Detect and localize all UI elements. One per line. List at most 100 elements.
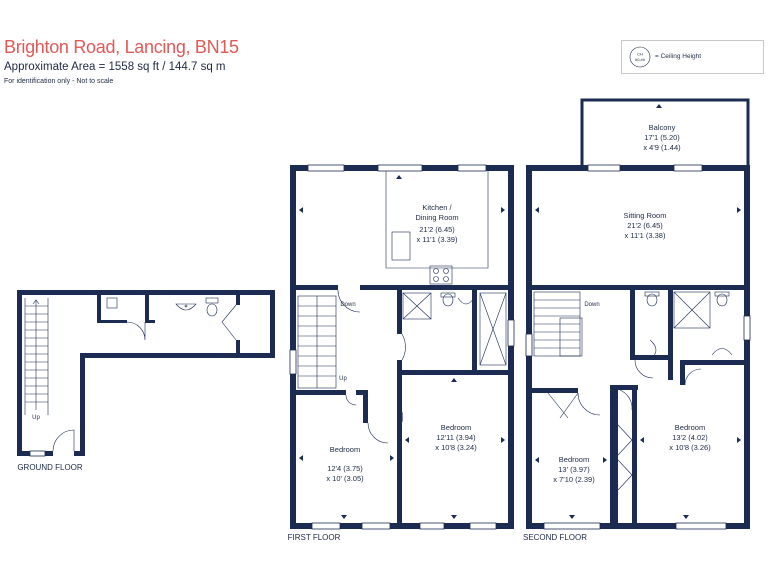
room-bedroom-first-left: Bedroom 12'4 (3.75) x 10' (3.05) [326, 445, 364, 483]
wall [630, 290, 635, 358]
wall [526, 285, 750, 290]
first-floor-stairs [297, 295, 337, 389]
room-dimensions: x 7'10 (2.39) [553, 475, 595, 484]
window [29, 450, 46, 457]
wall [290, 165, 296, 529]
wall [236, 340, 240, 355]
stairs-up-label: Up [32, 415, 40, 421]
dimension-arrow-markers [299, 104, 741, 519]
wall [17, 290, 22, 456]
room-bedroom-first-right: Bedroom 12'11 (3.94) x 10'8 (3.24) [435, 423, 477, 452]
legend-label: = Ceiling Height [655, 53, 702, 60]
wall [744, 165, 750, 529]
hob-rings [433, 268, 449, 282]
wall [397, 360, 402, 410]
wall [472, 290, 477, 370]
disclaimer-note: For identification only - Not to scale [4, 78, 114, 85]
room-name: Bedroom [330, 445, 360, 454]
ceiling-height-icon-label: CH [637, 52, 643, 57]
wall [680, 360, 744, 365]
wall [360, 285, 514, 290]
wall [270, 290, 275, 358]
wall [532, 388, 578, 393]
wall [363, 395, 368, 423]
wall [80, 353, 275, 358]
wall [668, 290, 673, 380]
ceiling-height-legend: CH #0.## = Ceiling Height [621, 40, 764, 74]
wall [397, 290, 402, 334]
stairs-down-label: Down [340, 302, 355, 308]
room-dimensions: 13'2 (4.02) [672, 433, 708, 442]
room-balcony: Balcony 17'1 (5.20) x 4'9 (1.44) [643, 123, 681, 152]
sink-icon [391, 231, 411, 261]
wall [145, 293, 149, 323]
room-dimensions: 21'2 (6.45) [419, 225, 455, 234]
room-dimensions: x 10'8 (3.24) [435, 443, 477, 452]
room-dimensions: x 11'1 (3.39) [417, 235, 458, 244]
ground-floor-label: GROUND FLOOR [17, 463, 83, 472]
room-sitting: Sitting Room 21'2 (6.45) x 11'1 (3.38) [624, 211, 667, 240]
room-bedroom-second-right: Bedroom 13'2 (4.02) x 10'8 (3.26) [669, 423, 711, 452]
first-floor-windows [289, 164, 515, 530]
ceiling-height-icon-value: #0.## [635, 57, 646, 62]
wall [618, 385, 638, 390]
room-bedroom-second-left: Bedroom 13' (3.97) x 7'10 (2.39) [553, 455, 595, 484]
room-dimensions: x 10'8 (3.26) [669, 443, 711, 452]
second-floor-stairs [533, 291, 583, 357]
wall [290, 285, 338, 290]
second-floor-label: SECOND FLOOR [523, 533, 587, 542]
ceiling-height-icon: CH #0.## [629, 46, 651, 68]
wall [610, 385, 618, 523]
room-name: Sitting Room [624, 211, 667, 220]
wall [145, 320, 155, 323]
stairs-down-label: Down [584, 302, 599, 308]
wall [97, 320, 127, 323]
room-name: Bedroom [441, 423, 471, 432]
kitchen-worktop [385, 171, 489, 269]
room-dimensions: 17'1 (5.20) [644, 133, 680, 142]
ground-floor-stairs [24, 298, 49, 415]
wall [17, 290, 275, 295]
second-floor-windows [525, 164, 751, 530]
room-kitchen: Kitchen / Dining Room 21'2 (6.45) x 11'1… [415, 203, 458, 244]
first-floor-doors [337, 289, 406, 444]
balcony-outline [580, 98, 750, 165]
first-floor-label: FIRST FLOOR [288, 533, 341, 542]
second-floor-plan: Down SEC [523, 98, 751, 542]
wall [74, 451, 85, 456]
wall [402, 370, 508, 375]
second-floor-doors [547, 359, 702, 491]
door [126, 321, 146, 341]
first-floor-bathroom-fixtures [402, 292, 507, 366]
wall [630, 355, 670, 360]
wall [508, 165, 514, 529]
wall [296, 390, 346, 395]
room-name: Balcony [649, 123, 676, 132]
wall [80, 353, 85, 456]
room-dimensions: 13' (3.97) [558, 465, 590, 474]
room-dimensions: 12'4 (3.75) [327, 464, 363, 473]
wall [236, 293, 240, 305]
room-name: Kitchen / [422, 203, 452, 212]
room-name: Dining Room [415, 213, 458, 222]
room-dimensions: x 10' (3.05) [326, 474, 364, 483]
hob-icon [429, 265, 453, 285]
first-floor-plan: Down Up FIRST FLOOR [288, 164, 515, 542]
wall [397, 404, 402, 523]
wall [97, 293, 101, 323]
stairs-up-label: Up [339, 376, 347, 382]
second-floor-bathroom-fixtures [644, 291, 733, 361]
approximate-area: Approximate Area = 1558 sq ft / 144.7 sq… [4, 61, 226, 73]
door [221, 304, 237, 341]
room-dimensions: 12'11 (3.94) [436, 433, 476, 442]
room-name: Bedroom [559, 455, 589, 464]
wall [680, 360, 685, 385]
room-dimensions: x 11'1 (3.38) [625, 231, 666, 240]
wall [632, 385, 637, 523]
property-title: Brighton Road, Lancing, BN15 [4, 37, 239, 57]
room-dimensions: 21'2 (6.45) [627, 221, 663, 230]
room-name: Bedroom [675, 423, 705, 432]
wall [356, 390, 368, 395]
